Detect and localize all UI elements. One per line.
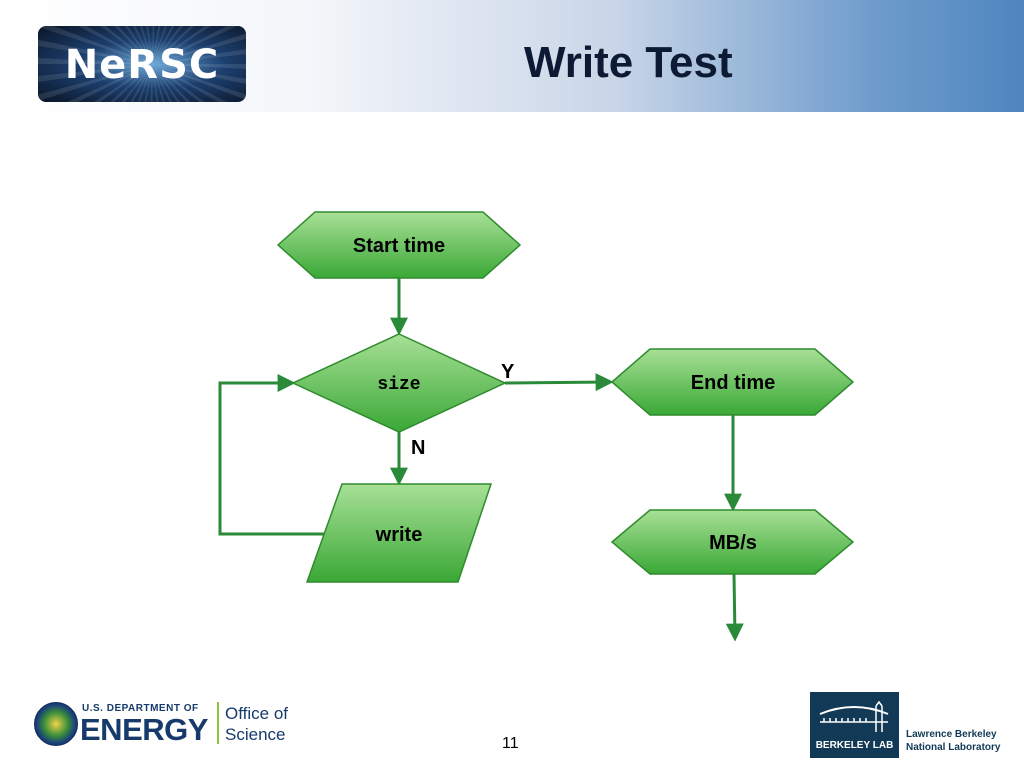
berkeley-lab-name-line1: Lawrence Berkeley	[906, 729, 997, 740]
edge-label-yes: Y	[501, 361, 515, 383]
doe-department-text: U.S. DEPARTMENT OF	[82, 703, 199, 714]
logo-starburst	[38, 26, 246, 102]
node-write	[305, 483, 493, 583]
slide-title: Write Test	[524, 38, 733, 87]
doe-office-text: Office of Science	[225, 703, 288, 745]
edge-rate-out	[725, 573, 744, 642]
edge-size-to-end	[504, 373, 614, 392]
node-end-time-label: End time	[691, 372, 775, 394]
node-size-decision	[291, 333, 507, 433]
edge-label-no: N	[411, 437, 425, 459]
doe-office-of-science-logo: U.S. DEPARTMENT OF ENERGY Office of Scie…	[34, 698, 304, 748]
node-mb-per-s-label: MB/s	[709, 532, 757, 554]
nersc-logo: NeRSC	[38, 26, 246, 102]
berkeley-lab-box-label: BERKELEY LAB	[815, 740, 894, 751]
nersc-logo-text: NeRSC	[64, 42, 220, 88]
node-start-time-label: Start time	[353, 235, 445, 257]
berkeley-lab-box: BERKELEY LAB	[810, 692, 899, 758]
berkeley-lab-name: Lawrence Berkeley National Laboratory	[906, 728, 1000, 754]
node-write-label: write	[375, 524, 423, 546]
edge-write-loop-back	[218, 374, 325, 536]
header-bar: NeRSC Write Test	[0, 0, 1024, 112]
doe-energy-text: ENERGY	[80, 712, 208, 747]
berkeley-lab-building-icon	[819, 700, 889, 732]
berkeley-lab-name-line2: National Laboratory	[906, 742, 1001, 753]
node-end-time	[610, 348, 855, 416]
doe-office-line1: Office of	[225, 704, 288, 723]
berkeley-lab-logo: BERKELEY LAB Lawrence Berkeley National …	[810, 692, 1006, 758]
doe-office-line2: Science	[225, 725, 286, 744]
doe-seal-icon	[34, 702, 78, 746]
node-start-time	[276, 211, 522, 279]
node-mb-per-s	[610, 509, 855, 575]
node-size-label: size	[377, 375, 420, 395]
doe-divider	[217, 702, 219, 744]
page-number: 11	[502, 735, 519, 752]
